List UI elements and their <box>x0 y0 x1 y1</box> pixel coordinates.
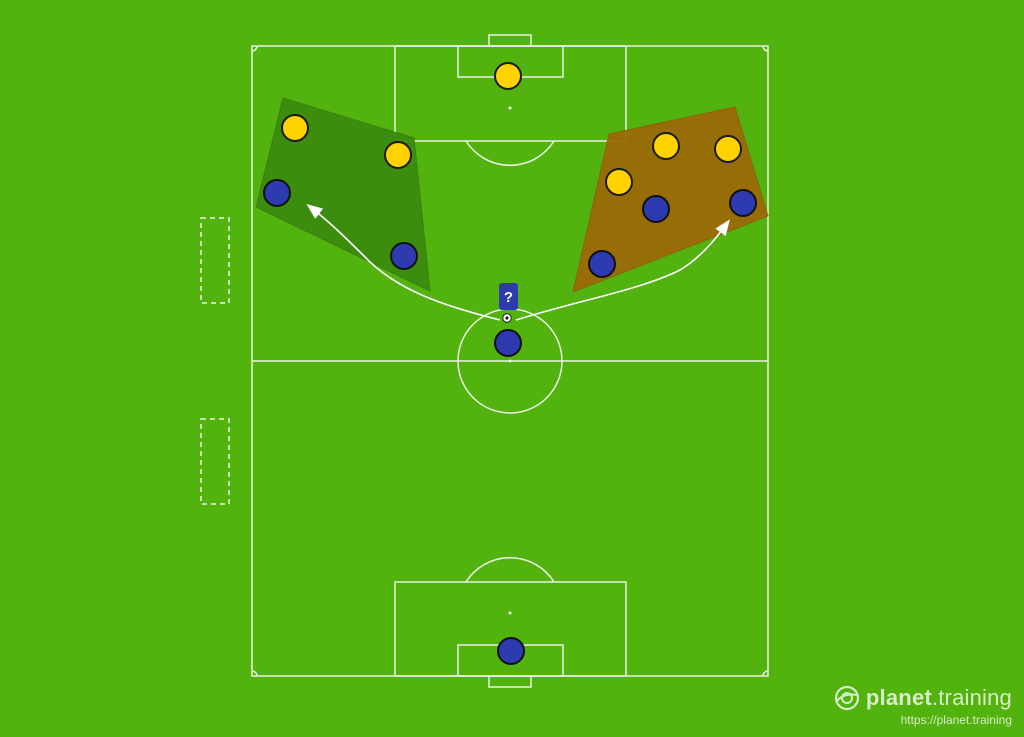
player-blue[interactable] <box>729 189 757 217</box>
watermark-brand-row: planet.training <box>834 685 1012 711</box>
player-blue[interactable] <box>263 179 291 207</box>
corner-arc <box>251 45 258 52</box>
top-penalty-area <box>394 45 627 142</box>
pass-arrow-right <box>515 219 730 321</box>
player-blue[interactable] <box>494 329 522 357</box>
player-yellow[interactable] <box>494 62 522 90</box>
zone-left <box>255 97 431 292</box>
watermark: planet.training https://planet.training <box>834 685 1012 727</box>
question-badge-bg <box>499 283 518 310</box>
planet-logo-icon <box>834 685 860 711</box>
bottom-penalty-arc <box>465 556 555 583</box>
corner-arc <box>762 45 769 52</box>
corner-arc <box>251 670 258 677</box>
watermark-brand: planet.training <box>866 685 1012 711</box>
corner-arc <box>762 670 769 677</box>
top-penalty-arc <box>465 140 555 167</box>
center-spot <box>508 359 512 363</box>
pass-arrow-left <box>306 204 501 321</box>
question-badge: ? <box>499 283 518 310</box>
pitch-markings <box>251 34 769 688</box>
question-badge-text: ? <box>504 289 513 306</box>
team-yellow <box>281 62 742 196</box>
watermark-brand-main: planet <box>865 685 932 710</box>
soccer-ball-icon <box>502 313 512 323</box>
player-blue[interactable] <box>497 637 525 665</box>
player-blue[interactable] <box>642 195 670 223</box>
side-mini-goal <box>200 217 230 304</box>
watermark-url: https://planet.training <box>900 713 1012 727</box>
bottom-goal <box>488 675 532 688</box>
bottom-penalty-spot <box>508 611 512 615</box>
team-blue <box>263 179 757 665</box>
top-goal <box>488 34 532 47</box>
player-yellow[interactable] <box>281 114 309 142</box>
player-yellow[interactable] <box>384 141 412 169</box>
player-blue[interactable] <box>588 250 616 278</box>
player-blue[interactable] <box>390 242 418 270</box>
watermark-brand-suffix: .training <box>931 685 1012 710</box>
player-yellow[interactable] <box>605 168 633 196</box>
player-yellow[interactable] <box>714 135 742 163</box>
top-penalty-spot <box>508 106 512 110</box>
side-mini-goal <box>200 418 230 505</box>
player-yellow[interactable] <box>652 132 680 160</box>
